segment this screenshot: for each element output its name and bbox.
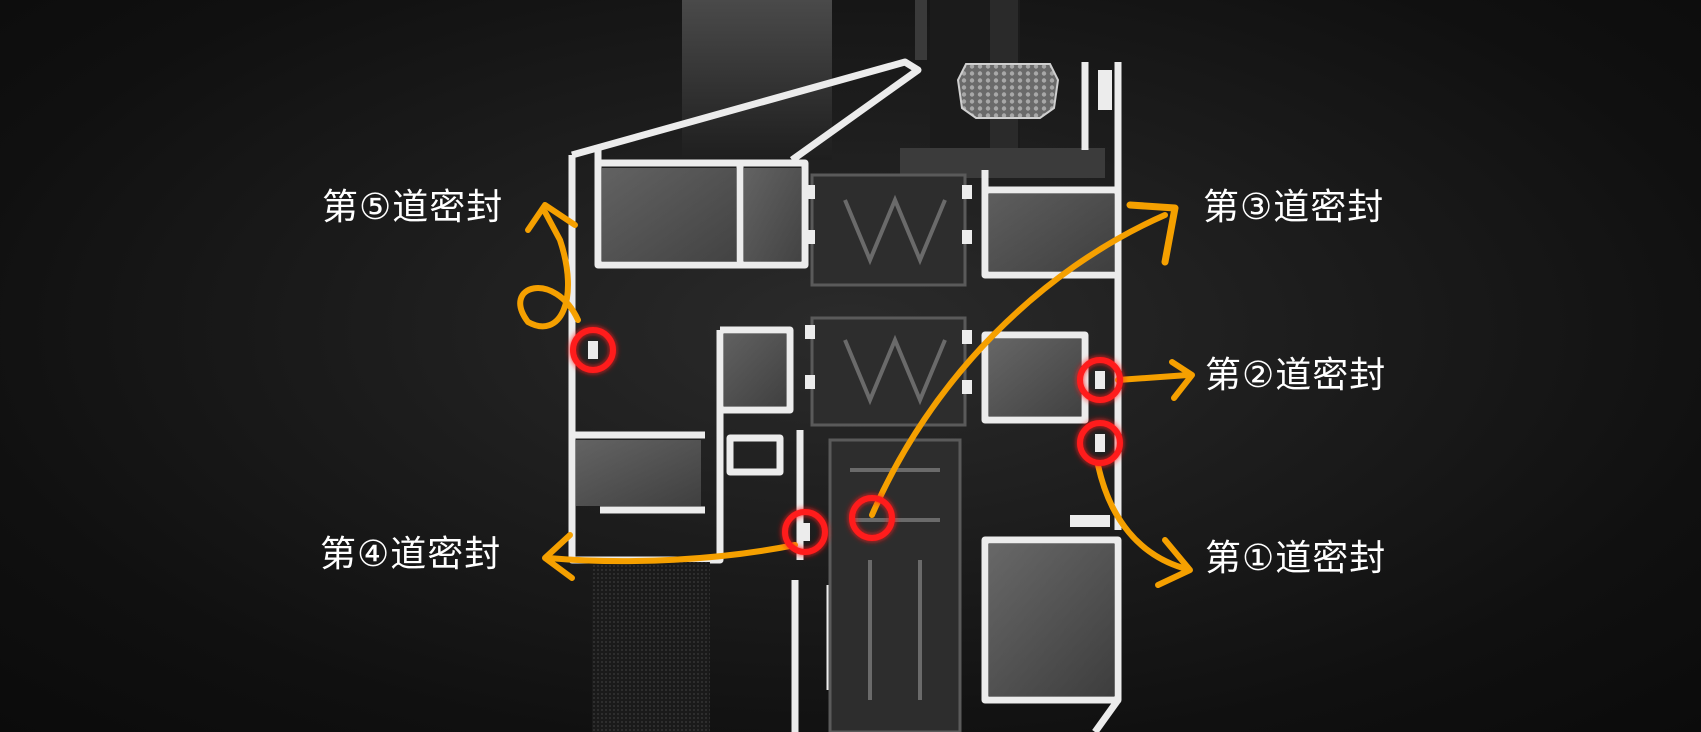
- arrow-head-seal-3: [1126, 201, 1179, 266]
- seal-marker-1: [1077, 420, 1123, 466]
- arrow-seal-5: [517, 209, 581, 330]
- arrow-seal-1: [1095, 462, 1186, 571]
- seal-marker-cores: [588, 341, 1105, 541]
- arrow-seal-4: [545, 542, 798, 565]
- seal-label-1: 第①道密封: [1205, 538, 1387, 579]
- seal-marker-4: [782, 509, 828, 555]
- arrow-head-seal-2: [1169, 359, 1195, 401]
- seal-label-5: 第⑤道密封: [322, 187, 504, 228]
- foam-block: [900, 63, 1105, 178]
- arrow-seal-2: [1115, 372, 1191, 383]
- profile-chambers: [576, 168, 1115, 732]
- seal-label-3: 第③道密封: [1203, 187, 1385, 228]
- thermal-break: [810, 173, 967, 732]
- arrow-head-seal-5: [525, 202, 578, 233]
- arrow-head-seal-4: [542, 532, 575, 581]
- seal-label-2: 第②道密封: [1205, 355, 1387, 396]
- arrow-head-seal-1: [1155, 537, 1193, 588]
- seal-arrows: [517, 201, 1195, 588]
- seal-markers: [570, 327, 1123, 555]
- gasket-details: [805, 70, 1112, 527]
- seal-marker-3: [849, 495, 895, 541]
- seal-marker-5: [570, 327, 616, 373]
- seal-marker-2: [1077, 357, 1123, 403]
- arrow-seal-3: [869, 212, 1168, 518]
- seal-label-4: 第④道密封: [320, 534, 502, 575]
